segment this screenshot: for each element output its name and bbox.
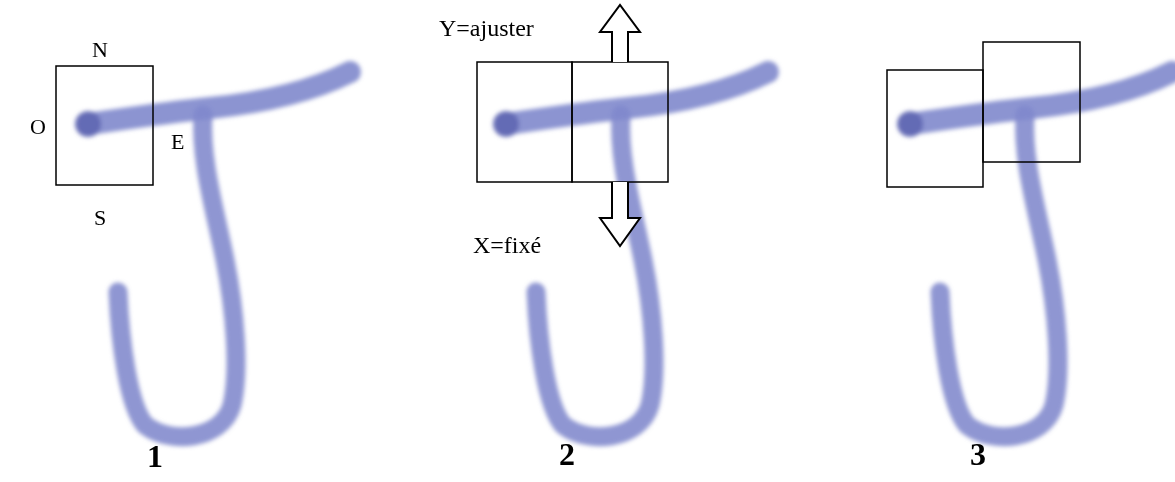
axis-note: X=fixé xyxy=(473,232,541,258)
axis-note: Y=ajuster xyxy=(439,15,534,41)
panel-number: 2 xyxy=(559,437,575,472)
letter-stroke xyxy=(897,72,1172,437)
direction-letter: O xyxy=(30,115,46,139)
direction-letter: S xyxy=(94,206,106,230)
window-box xyxy=(983,42,1080,162)
window-box xyxy=(887,70,983,187)
window-box xyxy=(477,62,572,182)
window-box xyxy=(572,62,668,182)
panel-number: 1 xyxy=(147,439,163,474)
letter-stroke xyxy=(75,72,350,437)
direction-letter: N xyxy=(92,38,108,62)
direction-letter: E xyxy=(171,130,184,154)
block-arrow-down xyxy=(600,182,640,246)
block-arrow-up xyxy=(600,5,640,62)
window-box xyxy=(56,66,153,185)
panel-number: 3 xyxy=(970,437,986,472)
